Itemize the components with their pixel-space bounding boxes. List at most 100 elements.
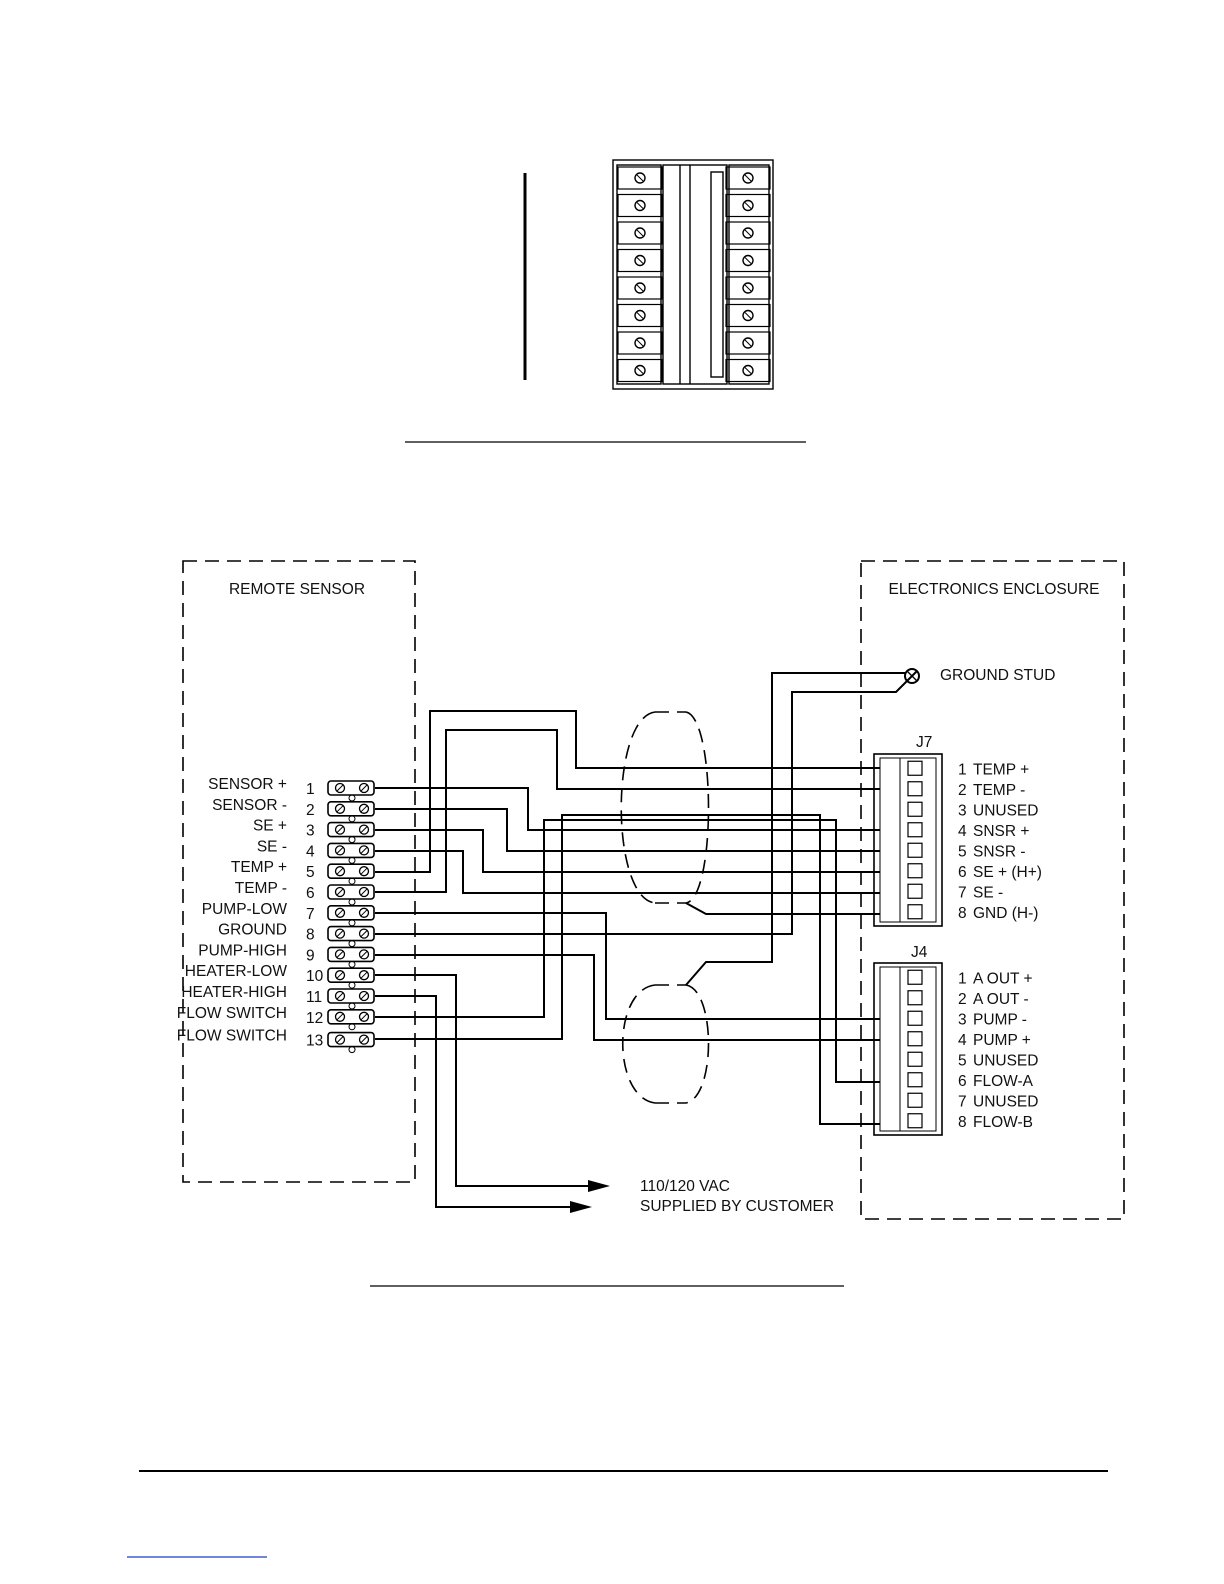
- pin-label: GND (H-): [973, 905, 1038, 922]
- screw-slot: [636, 257, 644, 264]
- pin-number: 7: [958, 1093, 967, 1110]
- screw-slot: [636, 174, 644, 182]
- screw-slot: [744, 284, 752, 292]
- screw-slot: [336, 888, 344, 896]
- cable-shield-lower: [621, 984, 710, 1104]
- terminal-cell-right: [725, 276, 771, 300]
- strip-link: [348, 836, 356, 844]
- remote-sensor-terminal-strip: [327, 780, 375, 1054]
- screw-slot: [360, 888, 368, 896]
- terminal-block-drawing: [523, 159, 774, 390]
- pin-label: A OUT +: [973, 970, 1033, 987]
- wire-shield-drain-j7: [685, 902, 880, 915]
- screw-icon: [742, 364, 754, 377]
- terminal-label: TEMP -: [235, 880, 287, 897]
- terminal-number: 7: [306, 906, 315, 923]
- arrow-heater-high: [570, 1201, 592, 1213]
- connector-pin: [907, 883, 923, 899]
- wire-heater-high: [375, 995, 570, 1208]
- connector-pin: [907, 1051, 923, 1067]
- screw-slot: [360, 909, 368, 917]
- power-note-line1: 110/120 VAC: [640, 1178, 730, 1195]
- terminal-label: GROUND: [218, 922, 287, 939]
- strip-link: [348, 1046, 356, 1054]
- pin-number: 2: [958, 782, 967, 799]
- cable-shield-upper: [620, 711, 710, 904]
- terminal-number: 12: [306, 1010, 323, 1027]
- terminal-number: 2: [306, 802, 315, 819]
- screw-slot: [636, 312, 644, 319]
- screw-slot: [336, 867, 344, 875]
- terminal-label: SENSOR +: [208, 776, 287, 793]
- connector-pin: [907, 1031, 923, 1047]
- pin-number: 5: [958, 843, 967, 860]
- terminal-label: TEMP +: [231, 859, 287, 876]
- screw-icon: [358, 1034, 370, 1045]
- screw-icon: [634, 309, 646, 322]
- screw-icon: [334, 928, 346, 939]
- wire-flow-switch-b: [375, 814, 880, 1125]
- screw-slot: [744, 229, 752, 237]
- strip-link: [348, 919, 356, 927]
- wire-sensor-plus: [375, 787, 880, 831]
- terminal-cell-left: [617, 358, 663, 383]
- screw-icon: [334, 824, 346, 835]
- terminal-label: HEATER-HIGH: [181, 984, 287, 1001]
- arrow-heater-low: [588, 1180, 610, 1192]
- screw-icon: [334, 866, 346, 877]
- terminal-cell-left: [617, 303, 663, 328]
- remote-sensor-box: [182, 560, 416, 1183]
- screw-slot: [636, 339, 644, 347]
- connector-pin: [907, 863, 923, 879]
- j7-connector: [873, 753, 943, 927]
- pin-label: SNSR +: [973, 823, 1029, 840]
- power-note-line2: SUPPLIED BY CUSTOMER: [640, 1198, 834, 1215]
- pin-label: UNUSED: [973, 1052, 1038, 1069]
- terminal-cell-right: [725, 166, 771, 190]
- pin-label: SE + (H+): [973, 864, 1042, 881]
- strip-link: [348, 877, 356, 885]
- pin-label: FLOW-B: [973, 1114, 1033, 1131]
- screw-icon: [742, 309, 754, 322]
- screw-icon: [334, 782, 346, 794]
- strip-link: [348, 794, 356, 802]
- terminal-cell-right: [725, 248, 771, 273]
- connector-pin: [907, 990, 923, 1006]
- connector-pin: [907, 801, 923, 817]
- screw-icon: [334, 990, 346, 1002]
- j7-title: J7: [916, 734, 932, 751]
- screw-icon: [358, 782, 370, 794]
- terminal-cell-right: [725, 303, 771, 328]
- terminal-cell-left: [617, 331, 663, 355]
- electronics-enclosure-title: ELECTRONICS ENCLOSURE: [888, 581, 1099, 598]
- pin-number: 5: [958, 1052, 967, 1069]
- terminal-label: FLOW SWITCH: [177, 1028, 287, 1045]
- screw-slot: [336, 909, 344, 917]
- terminal-cell-left: [617, 193, 663, 218]
- connector-pin: [907, 781, 923, 797]
- wire-heater-low: [375, 974, 590, 1187]
- connector-housing: [873, 962, 943, 1136]
- terminal-cell-right: [725, 358, 771, 383]
- terminal-cell-left: [617, 166, 663, 190]
- ground-stud-icon: [904, 668, 920, 684]
- screw-icon: [334, 1034, 346, 1045]
- screw-icon: [334, 845, 346, 856]
- strip-link: [348, 960, 356, 968]
- screw-slot: [336, 805, 344, 813]
- screw-icon: [358, 845, 370, 856]
- pin-label: TEMP -: [973, 782, 1025, 799]
- screw-slot: [360, 867, 368, 875]
- screw-slot: [336, 971, 344, 979]
- pin-label: PUMP +: [973, 1032, 1031, 1049]
- terminal-number: 13: [306, 1033, 323, 1050]
- connector-pin: [907, 822, 923, 838]
- terminal-cell-left: [617, 221, 663, 245]
- screw-icon: [334, 970, 346, 981]
- remote-sensor-title: REMOTE SENSOR: [229, 581, 365, 598]
- terminal-number: 6: [306, 885, 315, 902]
- screw-icon: [634, 227, 646, 239]
- screw-slot: [360, 826, 368, 833]
- terminal-label: PUMP-HIGH: [198, 942, 287, 959]
